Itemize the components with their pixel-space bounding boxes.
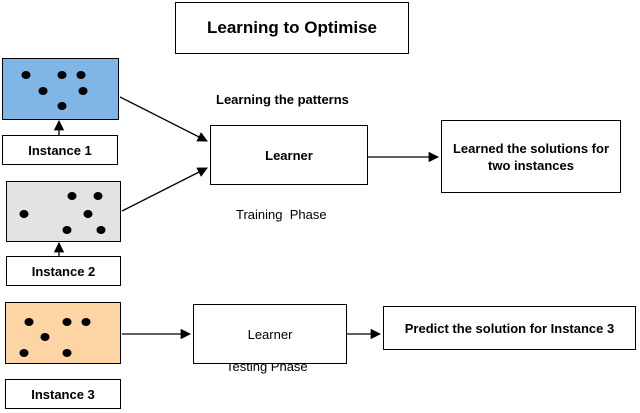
node-dot — [83, 210, 93, 218]
instance-3-label: Instance 3 — [5, 379, 121, 409]
node-dot — [57, 71, 67, 79]
node-dot — [62, 349, 72, 357]
testing-output-box: Predict the solution for Instance 3 — [383, 306, 636, 350]
node-dot — [57, 102, 67, 110]
instance-1-label: Instance 1 — [2, 135, 118, 165]
title-box: Learning to Optimise — [175, 2, 409, 54]
instance-3-dots — [19, 318, 91, 357]
node-dot — [19, 210, 29, 218]
training-output-box: Learned the solutions for two instances — [441, 120, 621, 193]
node-dot — [93, 192, 103, 200]
node-dot — [67, 192, 77, 200]
arrow-instance1-to-learner — [119, 96, 208, 142]
instance-2-label: Instance 2 — [6, 256, 121, 286]
node-dot — [62, 226, 72, 234]
node-dot — [38, 87, 48, 95]
node-dot — [76, 71, 86, 79]
instance-1-dots — [21, 71, 88, 110]
diagram-title: Learning to Optimise — [206, 18, 378, 37]
learner-testing-box: Learner — [193, 304, 347, 364]
node-dot — [81, 318, 91, 326]
instance-2-dots — [19, 192, 106, 234]
node-dot — [96, 226, 106, 234]
node-dot — [40, 333, 50, 341]
training-caption: Training Phase — [236, 207, 327, 222]
node-dot — [78, 87, 88, 95]
node-dot — [62, 318, 72, 326]
node-dot — [24, 318, 34, 326]
learning-caption: Learning the patterns — [216, 92, 349, 107]
arrow-instance2-to-learner — [121, 167, 208, 212]
node-dot — [19, 349, 29, 357]
node-dot — [21, 71, 31, 79]
learner-training-box: Learner — [210, 125, 368, 185]
